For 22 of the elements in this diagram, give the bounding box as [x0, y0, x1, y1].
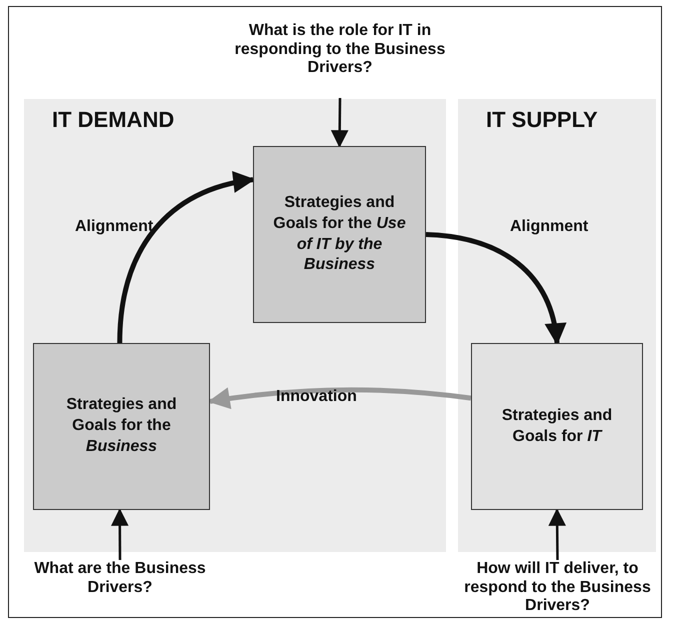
process-box: [253, 146, 426, 323]
arrow: [111, 508, 129, 560]
group-panel: [458, 99, 656, 552]
group-panel: [24, 99, 446, 552]
panel-title: IT SUPPLY: [486, 107, 598, 133]
edge-label: Alignment: [75, 218, 154, 236]
arrow: [330, 98, 348, 148]
arrow: [426, 232, 566, 346]
box-text: Strategies and Goals for the Business: [65, 395, 178, 457]
process-box: [471, 343, 643, 510]
edge-label: Alignment: [510, 218, 588, 236]
box-text: Strategies and Goals for IT: [500, 406, 614, 446]
question-text: How will IT deliver, to respond to the Business Drivers?: [445, 560, 670, 616]
panel-title: IT DEMAND: [52, 107, 174, 133]
edge-label: Innovation: [276, 388, 357, 406]
question-text: What is the role for IT in responding to the Business Drivers?: [215, 22, 465, 98]
arrow: [117, 172, 256, 344]
question-text: What are the Business Drivers?: [30, 560, 210, 598]
arrow: [548, 508, 566, 560]
box-text: Strategies and Goals for the Use of IT by the Business: [272, 192, 407, 276]
arrow: [208, 387, 472, 410]
process-box: [33, 343, 210, 510]
